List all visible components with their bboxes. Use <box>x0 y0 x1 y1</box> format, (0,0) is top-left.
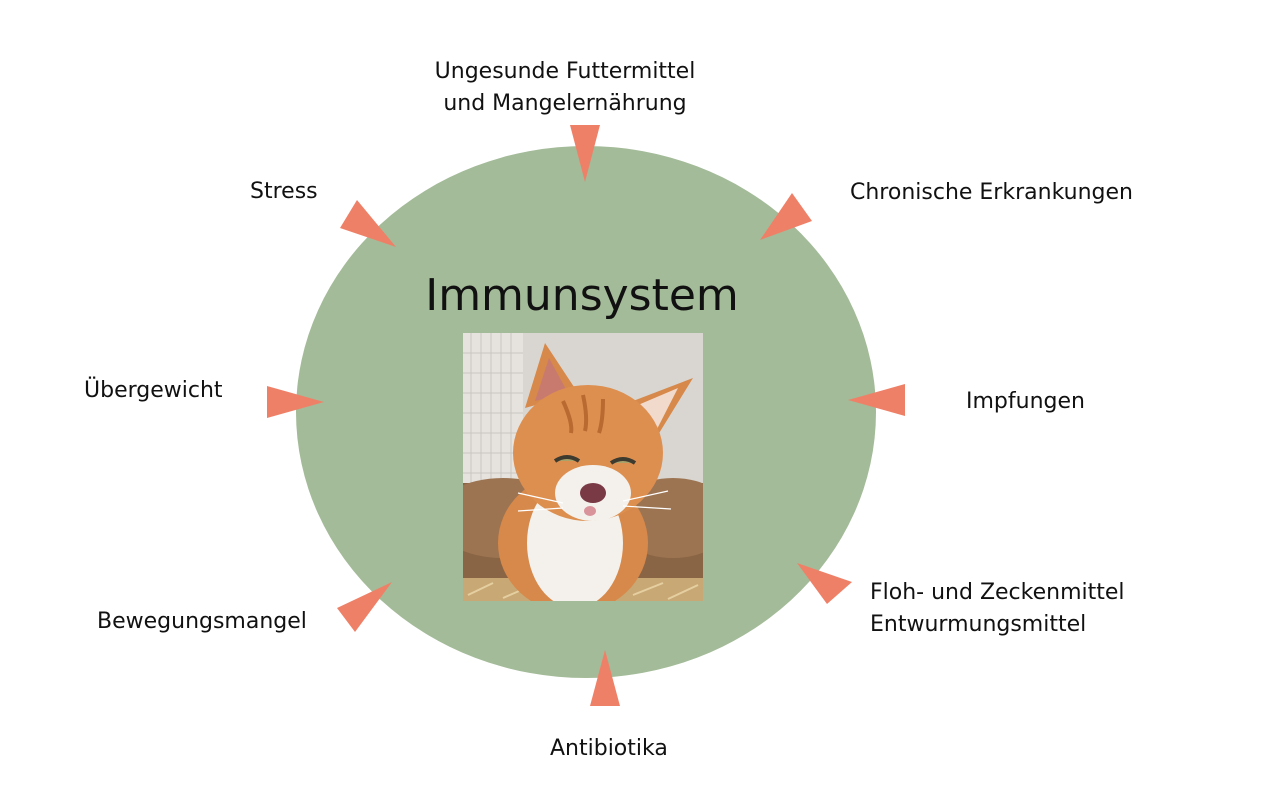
factor-bottom-right-line-1: Floh- und Zeckenmittel <box>870 580 1125 605</box>
factor-right: Impfungen <box>966 389 1085 414</box>
factor-top-line-1: Ungesunde Futtermittel <box>434 59 696 84</box>
factor-top-left: Stress <box>250 179 318 204</box>
arrow-right <box>848 384 905 416</box>
arrow-top <box>570 125 600 182</box>
arrow-bottom-right <box>797 563 852 604</box>
diagram-title: Immunsystem <box>425 270 739 321</box>
cat-photo <box>433 333 733 613</box>
factor-top-line-2: und Mangelernährung <box>443 91 687 116</box>
factor-left: Übergewicht <box>84 378 223 403</box>
factor-bottom: Antibiotika <box>550 736 668 761</box>
arrow-top-left <box>340 200 396 247</box>
arrow-bottom-left <box>337 582 392 632</box>
factor-bottom-right: Floh- und Zeckenmittel Entwurmungsmittel <box>870 577 1125 641</box>
factor-bottom-left: Bewegungsmangel <box>97 609 307 634</box>
arrow-left <box>267 386 324 418</box>
arrow-bottom <box>590 650 620 706</box>
factor-top-right: Chronische Erkrankungen <box>850 180 1133 205</box>
arrow-top-right <box>760 193 812 240</box>
factor-top: Ungesunde Futtermittel und Mangelernähru… <box>405 56 725 120</box>
factor-bottom-right-line-2: Entwurmungsmittel <box>870 612 1087 637</box>
